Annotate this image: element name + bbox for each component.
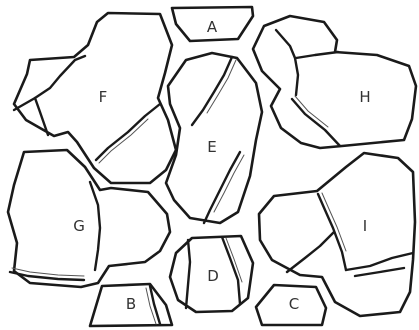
stone-h xyxy=(253,16,416,148)
label-f: F xyxy=(99,88,108,106)
label-g: G xyxy=(73,217,85,235)
label-a: A xyxy=(207,18,218,36)
label-d: D xyxy=(207,267,219,285)
label-b: B xyxy=(126,295,136,313)
label-i: I xyxy=(363,217,367,235)
label-h: H xyxy=(359,88,370,106)
label-c: C xyxy=(289,295,299,313)
label-e: E xyxy=(207,138,216,156)
